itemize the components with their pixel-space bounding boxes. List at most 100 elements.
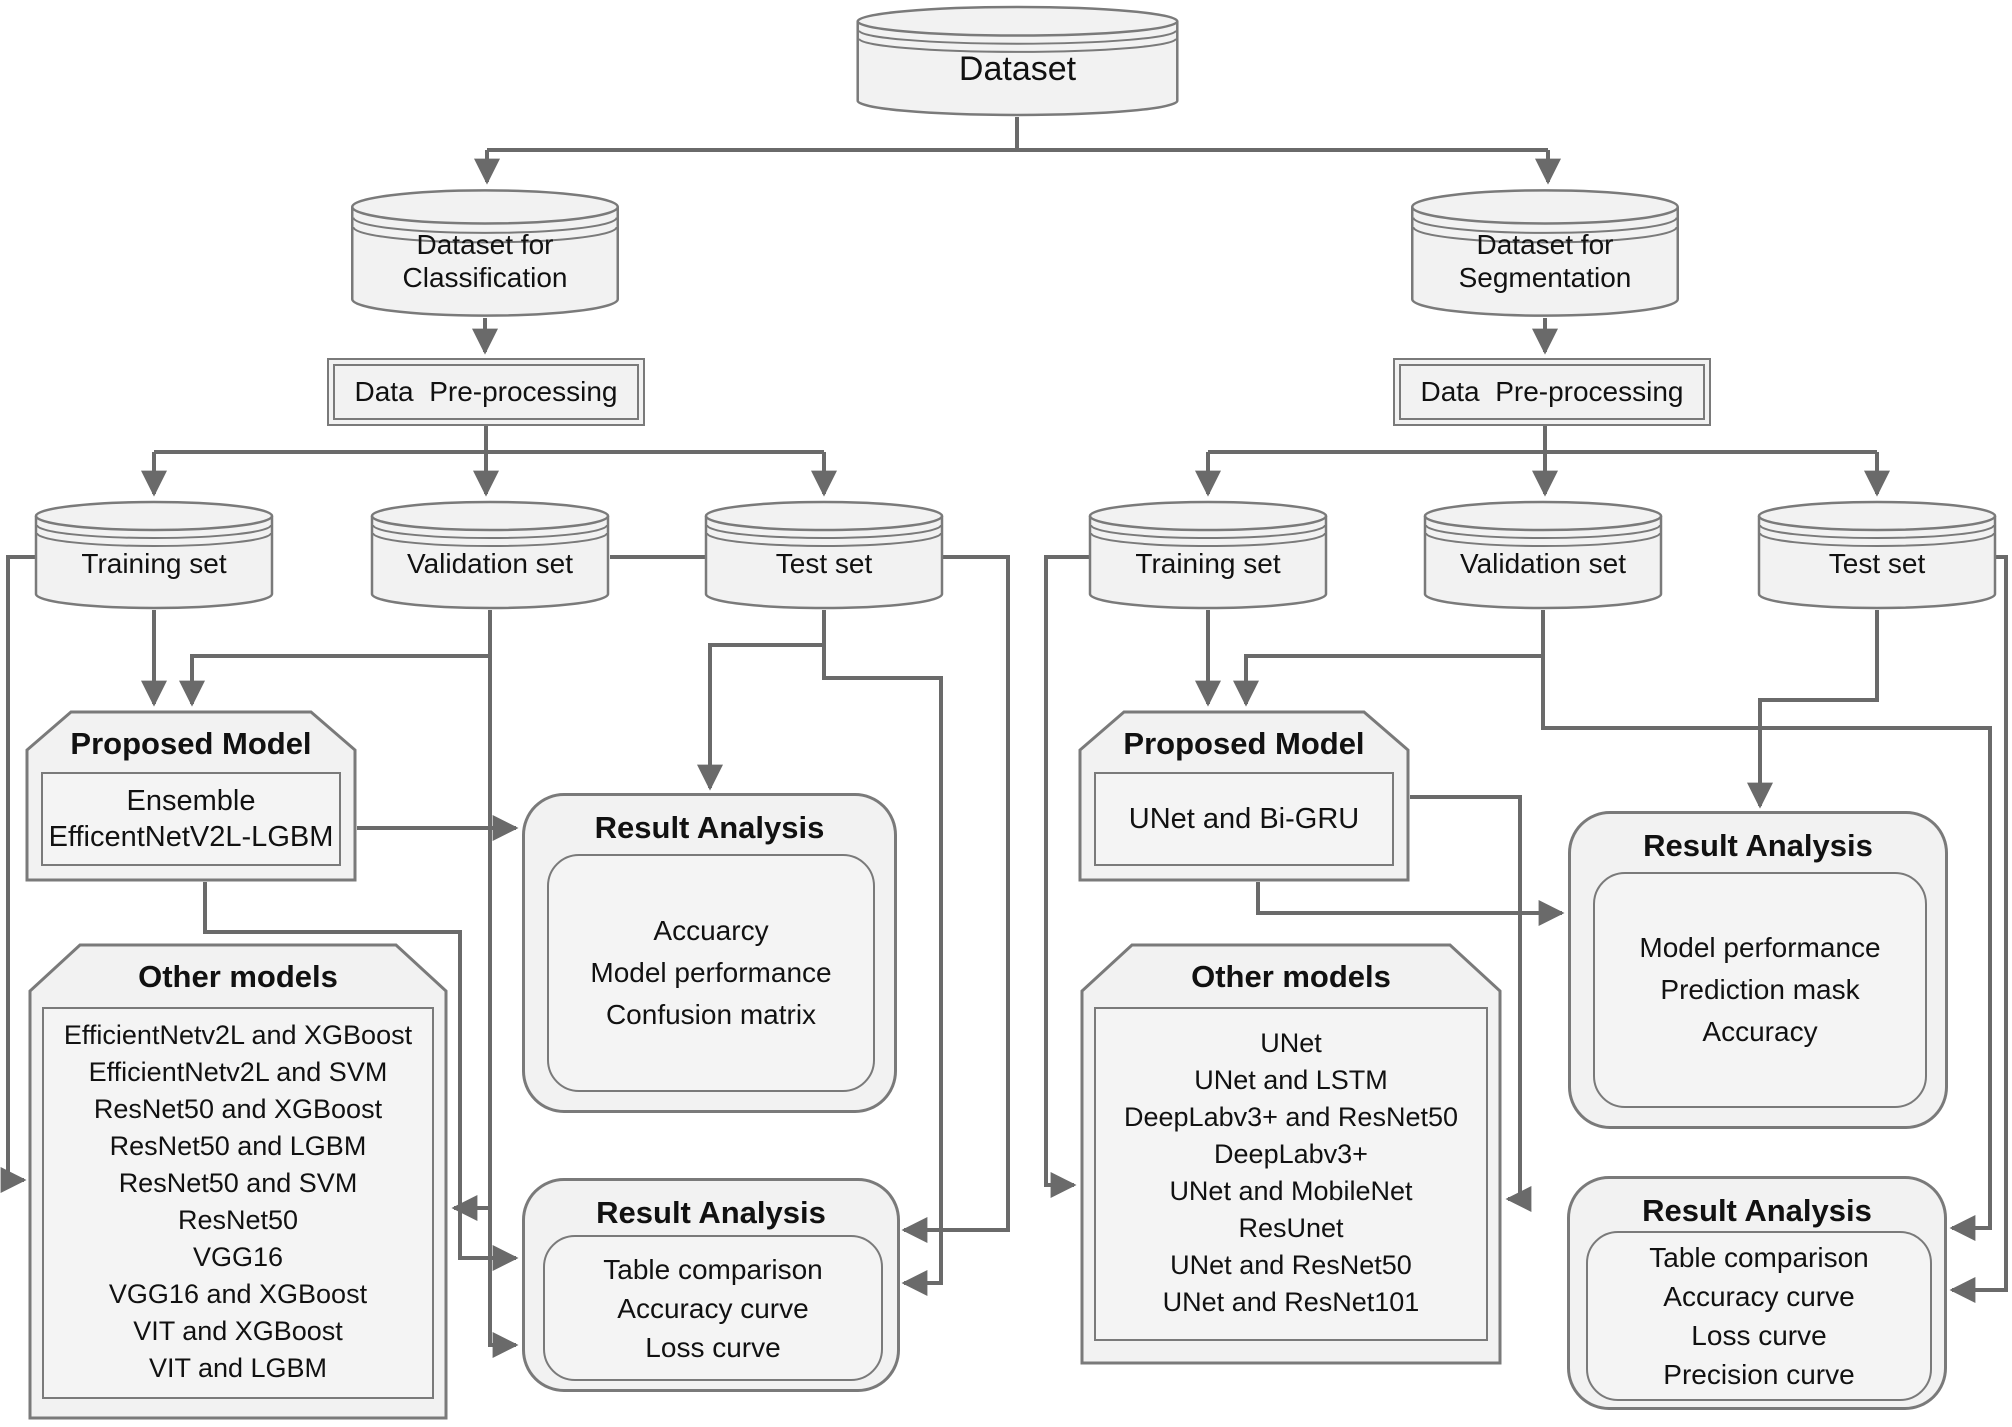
proposed-model-title-right: Proposed Model <box>1123 726 1365 761</box>
test-set-cylinder-left: Test set <box>704 500 944 610</box>
preprocessing-box-left: Data Pre-processing <box>327 358 645 426</box>
label-line: Dataset for <box>1476 229 1614 260</box>
preprocessing-label-right: Data Pre-processing <box>1399 364 1705 420</box>
result-analysis-bottom-right: Result Analysis Table comparison Accurac… <box>1567 1176 1947 1410</box>
result-item: Accuracy curve <box>617 1292 809 1324</box>
test-set-label-right: Test set <box>1828 547 1926 579</box>
result-analysis-items: Table comparison Accuracy curve Loss cur… <box>1586 1231 1932 1401</box>
model-item: EfficientNetv2L and SVM <box>88 1057 388 1087</box>
classification-dataset-label: Dataset for Classification <box>403 212 568 294</box>
training-set-label-right: Training set <box>1135 547 1281 579</box>
result-item: Accuracy <box>1702 1016 1818 1047</box>
preprocessing-box-right: Data Pre-processing <box>1393 358 1711 426</box>
edge-lval-to-result-bottom <box>488 656 519 1358</box>
model-item: DeepLabv3+ <box>1214 1139 1368 1169</box>
model-item: UNet and ResNet101 <box>1162 1287 1420 1317</box>
result-analysis-title: Result Analysis <box>1643 828 1873 863</box>
result-analysis-title: Result Analysis <box>594 810 825 845</box>
result-item: Loss curve <box>645 1331 781 1363</box>
cylinder-shape <box>704 500 944 610</box>
result-item: Table comparison <box>603 1253 823 1285</box>
result-analysis-items: Model performance Prediction mask Accura… <box>1593 872 1927 1108</box>
segmentation-dataset-label: Dataset for Segmentation <box>1459 212 1632 294</box>
edge-rtest-to-result-top <box>1747 610 1879 809</box>
model-item: EfficientNetv2L and XGBoost <box>63 1020 413 1050</box>
other-models-list-left: EfficientNetv2L and XGBoost EfficientNet… <box>42 1007 434 1399</box>
model-item: VIT and LGBM <box>148 1353 328 1383</box>
model-item: VGG16 and XGBoost <box>108 1279 368 1309</box>
model-item: ResNet50 and LGBM <box>109 1131 367 1161</box>
validation-set-label-left: Validation set <box>406 547 574 579</box>
result-analysis-bottom-left: Result Analysis Table comparison Accurac… <box>522 1178 900 1392</box>
classification-dataset-cylinder: Dataset for Classification <box>350 188 620 318</box>
test-set-label-left: Test set <box>775 547 873 579</box>
result-item: Precision curve <box>1663 1359 1855 1390</box>
result-item: Prediction mask <box>1660 974 1860 1005</box>
model-item: ResNet50 and XGBoost <box>93 1094 383 1124</box>
model-item: VIT and XGBoost <box>133 1316 343 1346</box>
proposed-model-name-left: Ensemble EfficentNetV2L-LGBM <box>41 772 341 866</box>
edge-lproposed-to-result-bottom <box>203 882 519 1271</box>
other-models-title-right: Other models <box>1191 959 1391 994</box>
edge-rtrain-to-othermodels <box>1044 555 1090 1198</box>
result-item: Table comparison <box>1649 1242 1869 1273</box>
result-analysis-title: Result Analysis <box>596 1195 826 1230</box>
label-line: Classification <box>402 262 568 293</box>
other-models-list-right: UNet UNet and LSTM DeepLabv3+ and ResNet… <box>1094 1007 1488 1341</box>
result-analysis-title: Result Analysis <box>1642 1193 1872 1228</box>
test-set-cylinder-right: Test set <box>1757 500 1997 610</box>
cylinder-shape <box>34 500 274 610</box>
result-analysis-items: Table comparison Accuracy curve Loss cur… <box>543 1235 883 1381</box>
model-item: UNet and MobileNet <box>1169 1176 1413 1206</box>
training-set-cylinder-left: Training set <box>34 500 274 610</box>
model-item: UNet and LSTM <box>1194 1065 1388 1095</box>
validation-set-label-right: Validation set <box>1459 547 1627 579</box>
result-item: Model performance <box>590 957 832 988</box>
edge-rtest-to-result-bottom <box>1949 555 2008 1303</box>
label-line: Segmentation <box>1458 262 1632 293</box>
segmentation-dataset-cylinder: Dataset for Segmentation <box>1410 188 1680 318</box>
training-set-cylinder-right: Training set <box>1088 500 1328 610</box>
cylinder-shape <box>370 500 610 610</box>
result-item: Accuarcy <box>653 915 769 946</box>
result-analysis-top-left: Result Analysis Accuarcy Model performan… <box>522 793 897 1113</box>
edge-ltrain-to-othermodels <box>0 555 36 1193</box>
model-item: ResNet50 <box>177 1205 299 1235</box>
result-item: Model performance <box>1639 932 1881 963</box>
proposed-model-title-left: Proposed Model <box>70 726 312 761</box>
result-analysis-top-right: Result Analysis Model performance Predic… <box>1568 811 1948 1129</box>
cylinder-shape <box>1410 188 1680 318</box>
cylinder-shape <box>350 188 620 318</box>
proposed-model-name-right: UNet and Bi-GRU <box>1094 772 1394 866</box>
validation-set-cylinder-right: Validation set <box>1423 500 1663 610</box>
edge-rproposed-to-othermodels <box>1410 795 1532 1212</box>
edge-rproposed-to-result-top <box>1256 882 1565 926</box>
training-set-label-left: Training set <box>81 547 227 579</box>
other-models-title-left: Other models <box>138 959 338 994</box>
result-item: Loss curve <box>1691 1320 1827 1351</box>
model-item: VGG16 <box>192 1242 284 1272</box>
cylinder-shape <box>1088 500 1328 610</box>
model-item: UNet <box>1260 1028 1322 1058</box>
model-item: ResUnet <box>1238 1213 1344 1243</box>
edge-ltest-to-result-bottom <box>822 645 943 1296</box>
edge-lval-to-proposed <box>179 610 492 707</box>
proposed-model-box-left: Proposed Model Ensemble EfficentNetV2L-L… <box>25 710 357 882</box>
model-item: UNet and ResNet50 <box>1170 1250 1412 1280</box>
dataset-cylinder: Dataset <box>855 5 1180 117</box>
cylinder-shape <box>855 5 1180 117</box>
validation-set-cylinder-left: Validation set <box>370 500 610 610</box>
model-item: ResNet50 and SVM <box>118 1168 358 1198</box>
label-line: Dataset for <box>416 229 554 260</box>
preprocessing-label-left: Data Pre-processing <box>333 364 639 420</box>
result-item: Accuracy curve <box>1663 1281 1855 1312</box>
cylinder-shape <box>1423 500 1663 610</box>
edge-rval-to-proposed <box>1233 610 1545 707</box>
edge-ltest-to-result-top <box>697 610 826 791</box>
model-item: DeepLabv3+ and ResNet50 <box>1124 1102 1458 1132</box>
result-item: Confusion matrix <box>605 999 817 1030</box>
proposed-model-box-right: Proposed Model UNet and Bi-GRU <box>1078 710 1410 882</box>
cylinder-shape <box>1757 500 1997 610</box>
edge-rval-to-result-bottom <box>1541 656 1992 1241</box>
